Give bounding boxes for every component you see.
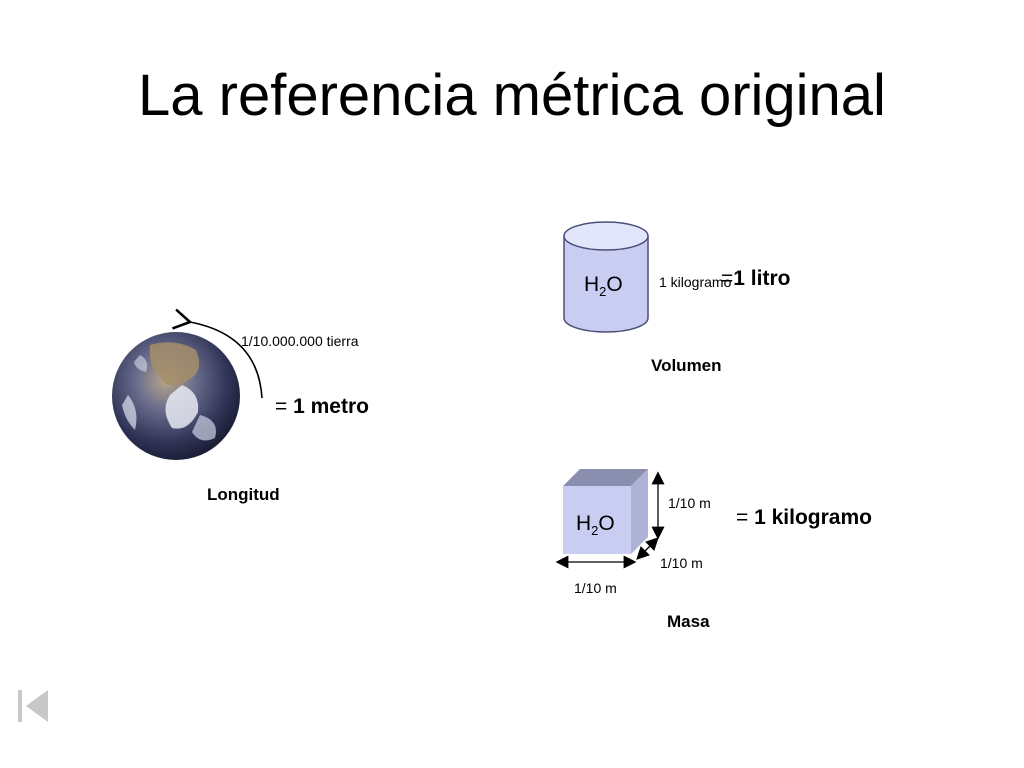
cube-height-label: 1/10 m: [668, 495, 711, 511]
kilogramo-equation: = 1 kilogramo: [736, 506, 872, 530]
litro-result: 1 litro: [733, 267, 791, 290]
h2o-o: O: [598, 512, 615, 535]
circumference-arrow: [172, 308, 263, 399]
equals-sign: =: [736, 506, 749, 529]
equals-sign: =: [721, 267, 734, 290]
back-to-start-icon[interactable]: [14, 686, 54, 726]
equals-sign: =: [275, 395, 288, 418]
h2o-o: O: [606, 273, 623, 296]
water-cube: [563, 469, 648, 554]
depth-arrow: [636, 537, 659, 560]
kilogramo-result: 1 kilogramo: [754, 506, 872, 529]
volumen-caption: Volumen: [651, 356, 722, 375]
metro-result: 1 metro: [293, 395, 369, 418]
longitud-caption: Longitud: [207, 485, 280, 504]
earth-fraction-label: 1/10.000.000 tierra: [241, 333, 359, 349]
masa-caption: Masa: [667, 612, 710, 631]
cylinder-h2o-label: H2O: [584, 273, 623, 299]
earth-icon: [112, 332, 240, 460]
cube-h2o-label: H2O: [576, 512, 615, 538]
h2o-h: H: [584, 273, 600, 296]
h2o-sub: 2: [599, 284, 607, 300]
litro-equation: =1 litro: [721, 267, 790, 291]
h2o-sub: 2: [591, 523, 599, 539]
slide-title: La referencia métrica original: [138, 63, 886, 128]
cube-width-label: 1/10 m: [574, 580, 617, 596]
h2o-h: H: [576, 512, 592, 535]
cube-depth-label: 1/10 m: [660, 555, 703, 571]
volume-kilogram-label: 1 kilogramo: [659, 274, 732, 290]
water-cylinder: [563, 221, 649, 333]
metro-equation: = 1 metro: [275, 395, 369, 419]
